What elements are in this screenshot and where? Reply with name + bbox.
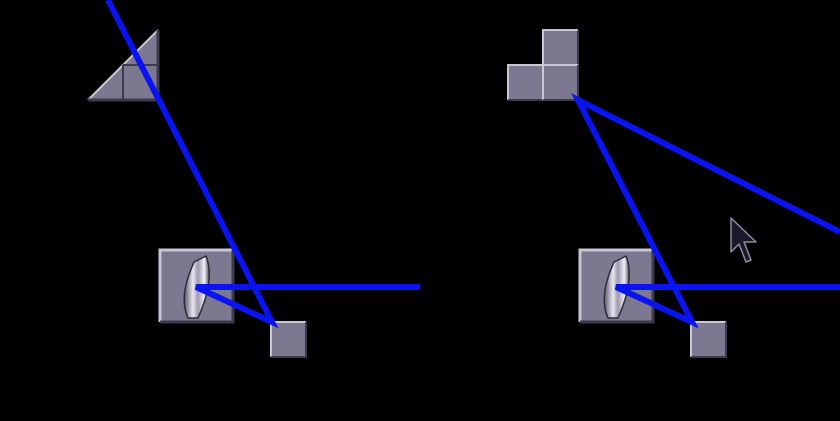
- emitter-edge-dark: [160, 250, 235, 324]
- right-panel: [507, 29, 840, 358]
- laser-beam: [571, 93, 840, 329]
- square-target[interactable]: [690, 321, 727, 358]
- target-block: [691, 322, 726, 357]
- tromino-top-block: [542, 29, 579, 66]
- emitter-edge-light: [158, 248, 233, 322]
- target-edge-dark: [271, 322, 307, 358]
- arrow-cursor-icon: [730, 217, 757, 263]
- left-laser-beams: [105, 0, 420, 329]
- laser-beam: [105, 0, 420, 329]
- tromino-left-block: [507, 64, 544, 101]
- right-laser-beams: [571, 93, 840, 329]
- left-panel: [87, 0, 420, 358]
- emitter-edge-dark: [580, 250, 655, 324]
- emitter-edge-light: [578, 248, 653, 322]
- target-block: [271, 322, 306, 357]
- target-edge-dark: [691, 322, 727, 358]
- triangle-deflector[interactable]: [87, 29, 160, 102]
- l-tromino-deflector[interactable]: [507, 29, 579, 101]
